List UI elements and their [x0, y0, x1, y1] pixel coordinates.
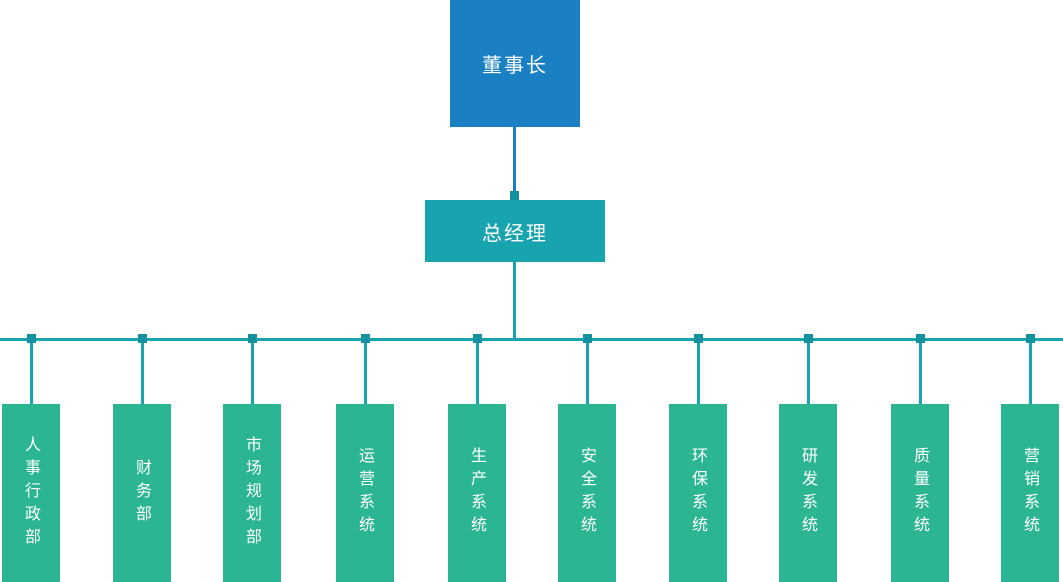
branch-dept-7: 研发系统 [779, 334, 837, 582]
branch-dept-1: 财务部 [113, 334, 171, 582]
branch-dept-6: 环保系统 [669, 334, 727, 582]
connector-drop-line [363, 343, 367, 404]
connector-joint [1025, 334, 1035, 343]
connector-joint [472, 334, 482, 343]
connector-joint [137, 334, 147, 343]
connector-manager-to-bus [513, 262, 516, 340]
node-dept-label: 营销系统 [1021, 447, 1040, 539]
node-dept-label: 财务部 [133, 458, 152, 528]
connector-drop-line [475, 343, 479, 404]
connector-joint [360, 334, 370, 343]
branch-dept-2: 市场规划部 [223, 334, 281, 582]
node-dept-label: 研发系统 [799, 447, 818, 539]
connector-drop-line [250, 343, 254, 404]
node-chairman[interactable]: 董事长 [450, 0, 580, 127]
node-dept-marketing[interactable]: 营销系统 [1001, 404, 1059, 582]
connector-drop-line [696, 343, 700, 404]
node-dept-finance[interactable]: 财务部 [113, 404, 171, 582]
connector-joint-manager [510, 191, 519, 200]
connector-joint [915, 334, 925, 343]
connector-drop-line [1028, 343, 1032, 404]
node-dept-market-planning[interactable]: 市场规划部 [223, 404, 281, 582]
node-dept-environment[interactable]: 环保系统 [669, 404, 727, 582]
node-dept-label: 人事行政部 [22, 435, 41, 551]
connector-horizontal-bus [0, 338, 1063, 341]
connector-joint [247, 334, 257, 343]
node-dept-operations[interactable]: 运营系统 [336, 404, 394, 582]
branch-dept-5: 安全系统 [558, 334, 616, 582]
node-dept-label: 环保系统 [689, 447, 708, 539]
connector-joint [582, 334, 592, 343]
node-dept-label: 质量系统 [911, 447, 930, 539]
branch-dept-0: 人事行政部 [2, 334, 60, 582]
node-chairman-label: 董事长 [482, 53, 548, 77]
node-dept-production[interactable]: 生产系统 [448, 404, 506, 582]
connector-drop-line [918, 343, 922, 404]
node-general-manager-label: 总经理 [482, 220, 548, 245]
node-dept-label: 运营系统 [356, 447, 375, 539]
node-dept-rnd[interactable]: 研发系统 [779, 404, 837, 582]
connector-drop-line [140, 343, 144, 404]
branch-dept-9: 营销系统 [1001, 334, 1059, 582]
connector-drop-line [29, 343, 33, 404]
node-dept-safety[interactable]: 安全系统 [558, 404, 616, 582]
connector-chairman-to-manager [513, 127, 516, 200]
branch-dept-4: 生产系统 [448, 334, 506, 582]
node-dept-label: 生产系统 [468, 447, 487, 539]
node-dept-label: 市场规划部 [243, 435, 262, 551]
connector-drop-line [806, 343, 810, 404]
connector-joint [26, 334, 36, 343]
node-general-manager[interactable]: 总经理 [425, 200, 605, 262]
branch-dept-3: 运营系统 [336, 334, 394, 582]
branch-dept-8: 质量系统 [891, 334, 949, 582]
connector-joint [693, 334, 703, 343]
node-dept-hr-admin[interactable]: 人事行政部 [2, 404, 60, 582]
connector-drop-line [585, 343, 589, 404]
node-dept-quality[interactable]: 质量系统 [891, 404, 949, 582]
node-dept-label: 安全系统 [578, 447, 597, 539]
connector-joint [803, 334, 813, 343]
